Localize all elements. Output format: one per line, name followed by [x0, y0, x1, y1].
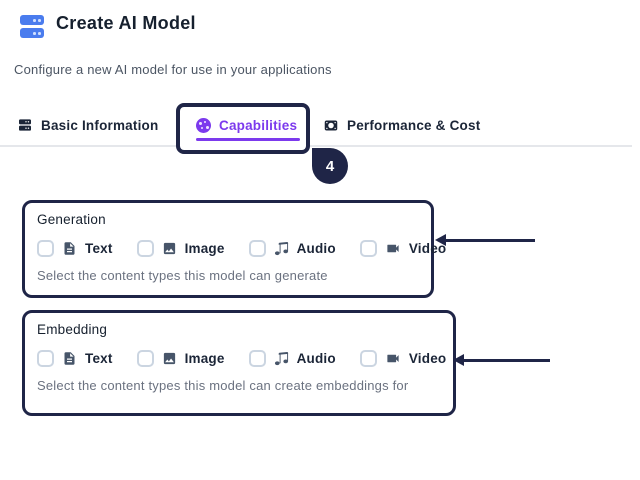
checkbox-generation-video[interactable] [359, 240, 377, 257]
option-generation-audio: Audio [248, 240, 336, 257]
checkbox-generation-text[interactable] [37, 240, 54, 257]
embedding-section: Embedding Text Image A [22, 310, 456, 416]
tab-label: Basic Information [41, 117, 159, 133]
generation-section: Generation Text Image [22, 200, 446, 298]
checkbox-generation-image[interactable] [136, 240, 154, 257]
option-generation-image: Image [136, 240, 225, 257]
image-icon [162, 241, 177, 256]
option-label: Text [85, 351, 113, 366]
option-generation-video: Video [359, 240, 447, 257]
option-label: Text [85, 241, 113, 256]
annotation-arrow-generation [435, 234, 535, 246]
document-icon [62, 351, 77, 366]
option-embedding-text: Text [37, 350, 113, 367]
document-icon [62, 241, 77, 256]
server-icon [17, 117, 33, 133]
section-title: Embedding [37, 322, 108, 337]
image-icon [162, 351, 177, 366]
music-note-icon [274, 241, 289, 256]
tab-label: Performance & Cost [347, 117, 481, 133]
model-stack-icon [20, 15, 44, 38]
step-badge-number: 4 [325, 157, 335, 175]
option-label: Image [184, 351, 225, 366]
videocam-icon [385, 241, 401, 256]
checkbox-generation-audio[interactable] [248, 240, 266, 257]
checkbox-embedding-text[interactable] [37, 350, 54, 367]
page-subtitle: Configure a new AI model for use in your… [14, 62, 332, 77]
active-tab-underline [196, 138, 300, 141]
videocam-icon [385, 351, 401, 366]
generation-options-row: Text Image Audio Vid [37, 240, 446, 257]
section-helper-text: Select the content types this model can … [37, 378, 409, 393]
section-title: Generation [37, 212, 106, 227]
option-embedding-image: Image [136, 350, 225, 367]
checkbox-embedding-video[interactable] [359, 350, 377, 367]
embedding-options-row: Text Image Audio Vid [37, 350, 446, 367]
cost-camera-icon [323, 118, 339, 133]
option-generation-text: Text [37, 240, 113, 257]
sparkle-circle-icon [196, 117, 211, 133]
tabs-divider [0, 145, 632, 147]
tab-capabilities[interactable]: Capabilities [196, 112, 297, 138]
tab-basic-information[interactable]: Basic Information [17, 112, 158, 138]
option-label: Audio [296, 241, 336, 256]
tab-performance-cost[interactable]: Performance & Cost [323, 112, 480, 138]
music-note-icon [274, 351, 289, 366]
option-embedding-audio: Audio [248, 350, 336, 367]
checkbox-embedding-image[interactable] [136, 350, 154, 367]
section-helper-text: Select the content types this model can … [37, 268, 328, 283]
tab-label: Capabilities [219, 117, 298, 133]
option-label: Video [408, 351, 447, 366]
checkbox-embedding-audio[interactable] [248, 350, 266, 367]
step-badge: 4 [312, 148, 348, 184]
option-label: Audio [296, 351, 336, 366]
page-title: Create AI Model [56, 13, 196, 33]
option-embedding-video: Video [359, 350, 447, 367]
option-label: Image [184, 241, 225, 256]
annotation-arrow-embedding [453, 354, 550, 366]
